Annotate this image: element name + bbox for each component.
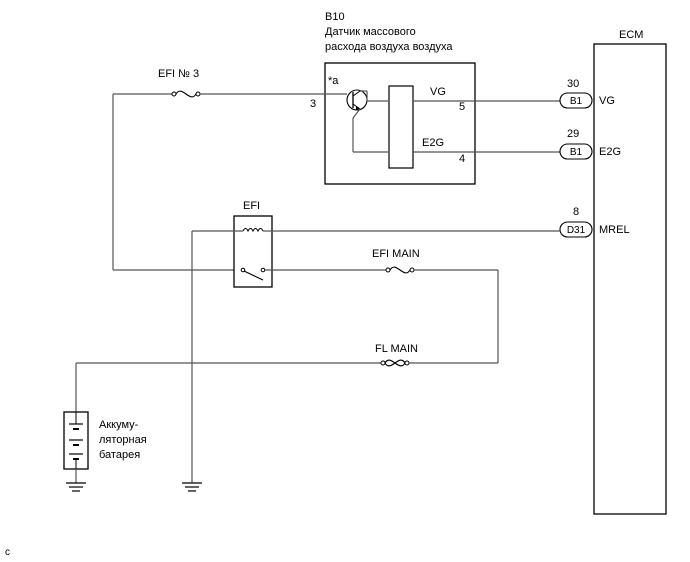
fuse-efi-main-label: EFI MAIN	[372, 248, 420, 260]
ecm-signal-e2g: E2G	[599, 146, 621, 158]
fuse-efi-main-icon	[385, 266, 415, 274]
battery-icon	[69, 412, 83, 469]
fuse-fl-main-label: FL MAIN	[375, 343, 418, 355]
ecm-pin-e2g: 29	[567, 128, 579, 140]
fusible-link-fl-main-icon	[380, 359, 410, 367]
relay-label: EFI	[243, 200, 260, 212]
sensor-vg-label: VG	[430, 86, 446, 98]
sensor-pin-vg: 5	[459, 101, 465, 113]
connector-d31-mrel	[559, 221, 593, 238]
ecm-signal-vg: VG	[599, 95, 615, 107]
connector-d31-mrel-label: D31	[567, 225, 586, 236]
relay-coil-icon	[242, 228, 264, 233]
sensor-title-line2: расхода воздуха воздуха	[325, 41, 453, 53]
ecm-pin-vg: 30	[567, 78, 579, 90]
fuse-efi-no3-icon	[171, 90, 201, 98]
ecm-signal-mrel: MREL	[599, 224, 630, 236]
relay-switch-icon	[240, 267, 266, 281]
ecm-title: ECM	[619, 29, 643, 41]
battery-label-line2: ляторная	[99, 434, 147, 446]
fuse-efi-no3-label: EFI № 3	[158, 68, 199, 80]
connector-b1-e2g	[559, 143, 593, 160]
connector-b1-e2g-label: B1	[570, 147, 583, 158]
sensor-id: B10	[325, 11, 345, 23]
relay-box	[233, 215, 273, 288]
battery-label-line3: батарея	[99, 449, 140, 461]
ground-icon-relay	[182, 482, 202, 492]
ecm-pin-mrel: 8	[573, 206, 579, 218]
sensor-title-line1: Датчик массового	[325, 26, 416, 38]
connector-b1-vg-label: B1	[570, 96, 583, 107]
battery-label-line1: Аккуму-	[99, 419, 139, 431]
sensing-element	[388, 85, 414, 169]
transistor-icon	[346, 89, 368, 111]
sensor-pin-input: 3	[310, 98, 316, 110]
ecm-box	[593, 43, 667, 515]
footnote: c	[5, 547, 10, 558]
sensor-pin-e2g: 4	[459, 153, 465, 165]
ground-icon-battery	[66, 482, 86, 492]
sensor-e2g-label: E2G	[422, 137, 444, 149]
sensor-marker: *a	[328, 75, 339, 87]
connector-b1-vg	[559, 92, 593, 109]
